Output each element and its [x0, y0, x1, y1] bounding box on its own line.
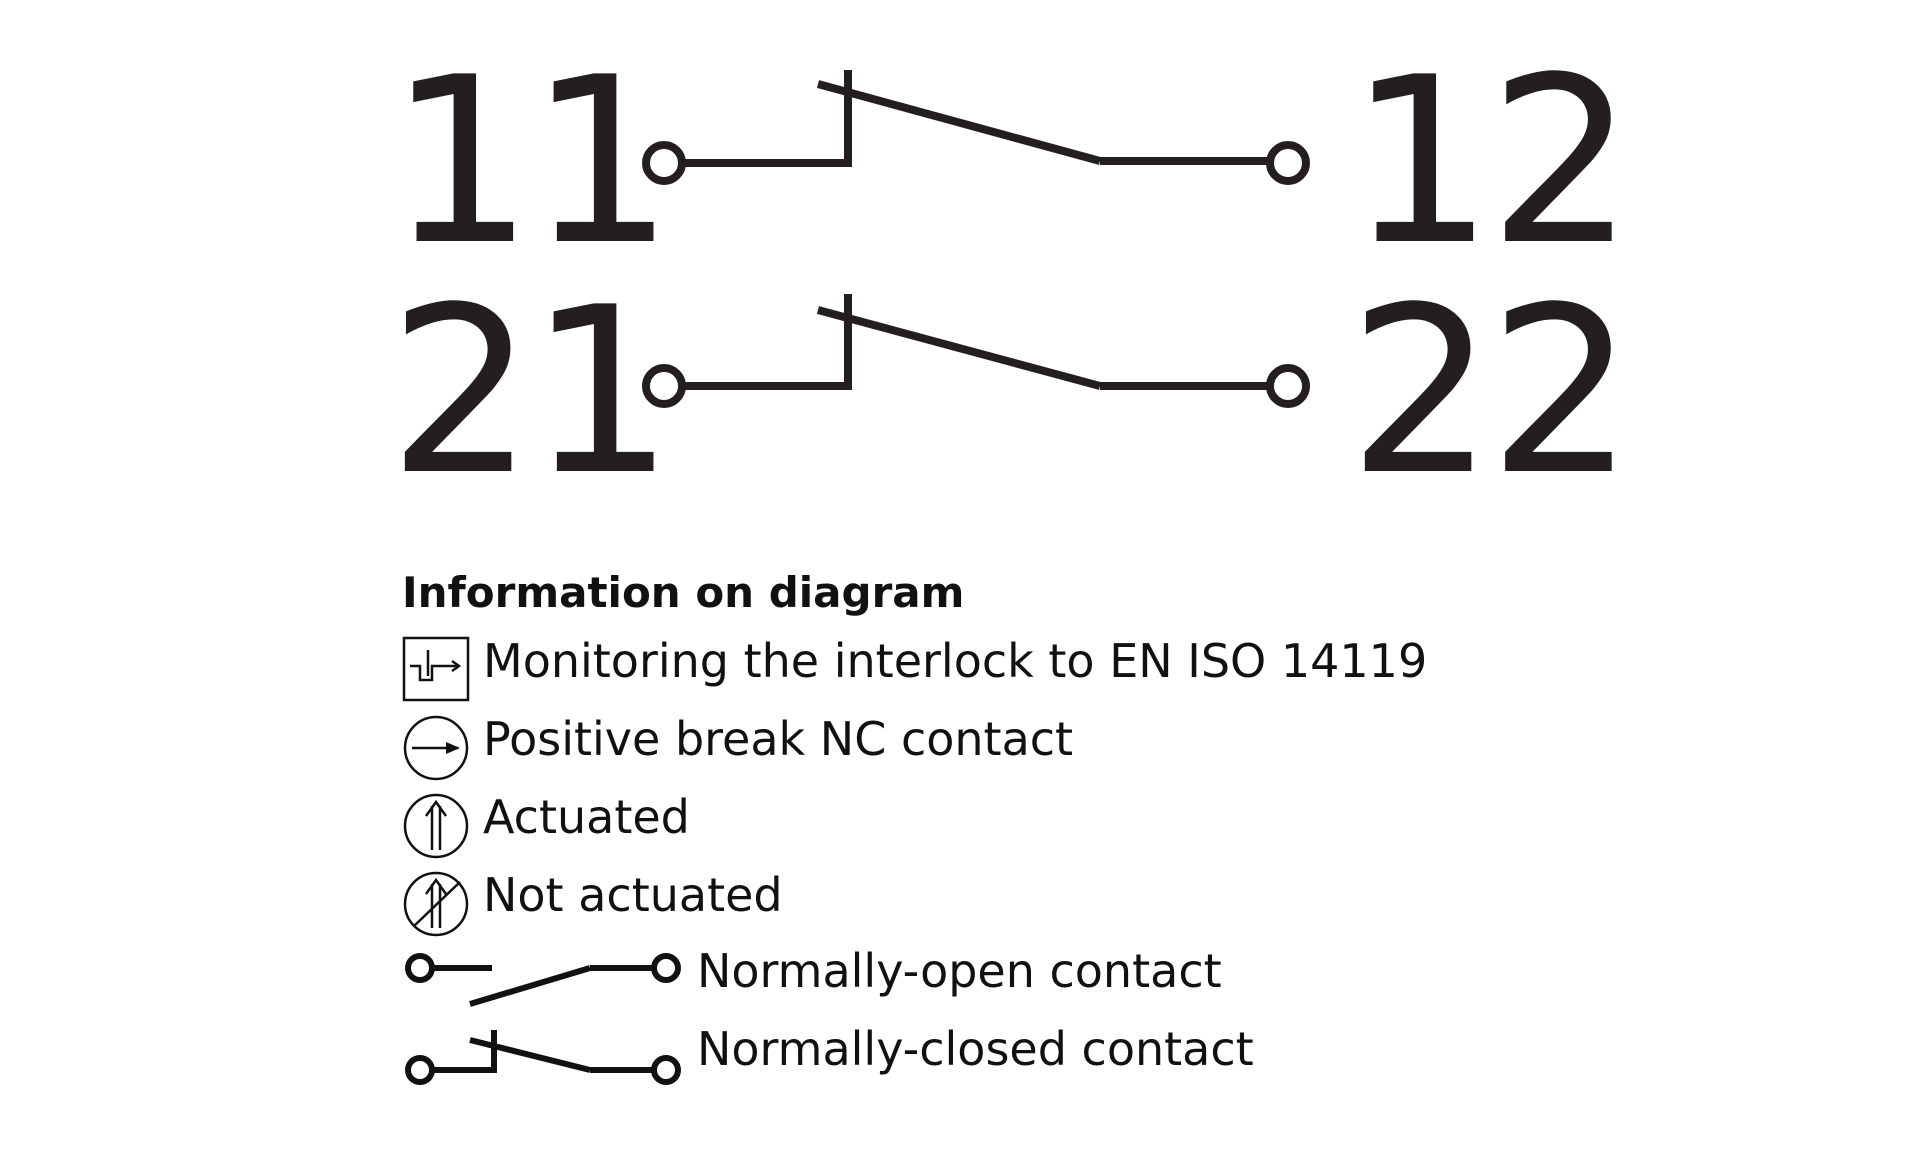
terminal-12: 12 — [1348, 29, 1635, 296]
normally-closed-contact-icon — [405, 1030, 681, 1085]
terminal-21: 21 — [388, 259, 675, 526]
legend-title: Information on diagram — [402, 568, 965, 617]
positive-break-icon — [403, 715, 469, 781]
interlock-monitoring-icon — [402, 636, 470, 702]
nc-contact-21-22 — [642, 294, 1310, 408]
legend-label-interlock: Monitoring the interlock to EN ISO 14119 — [483, 634, 1428, 688]
nc-contact-11-12 — [642, 70, 1310, 185]
legend-label-actuated: Actuated — [483, 790, 690, 844]
legend-label-normally-open: Normally-open contact — [697, 944, 1222, 998]
terminal-11: 11 — [388, 29, 675, 296]
legend-label-positive-break: Positive break NC contact — [483, 712, 1074, 766]
not-actuated-icon — [403, 871, 469, 937]
legend-label-normally-closed: Normally-closed contact — [697, 1022, 1254, 1076]
terminal-22: 22 — [1348, 259, 1635, 526]
normally-open-contact-icon — [405, 953, 681, 1007]
actuated-icon — [403, 793, 469, 859]
legend-label-not-actuated: Not actuated — [483, 868, 783, 922]
